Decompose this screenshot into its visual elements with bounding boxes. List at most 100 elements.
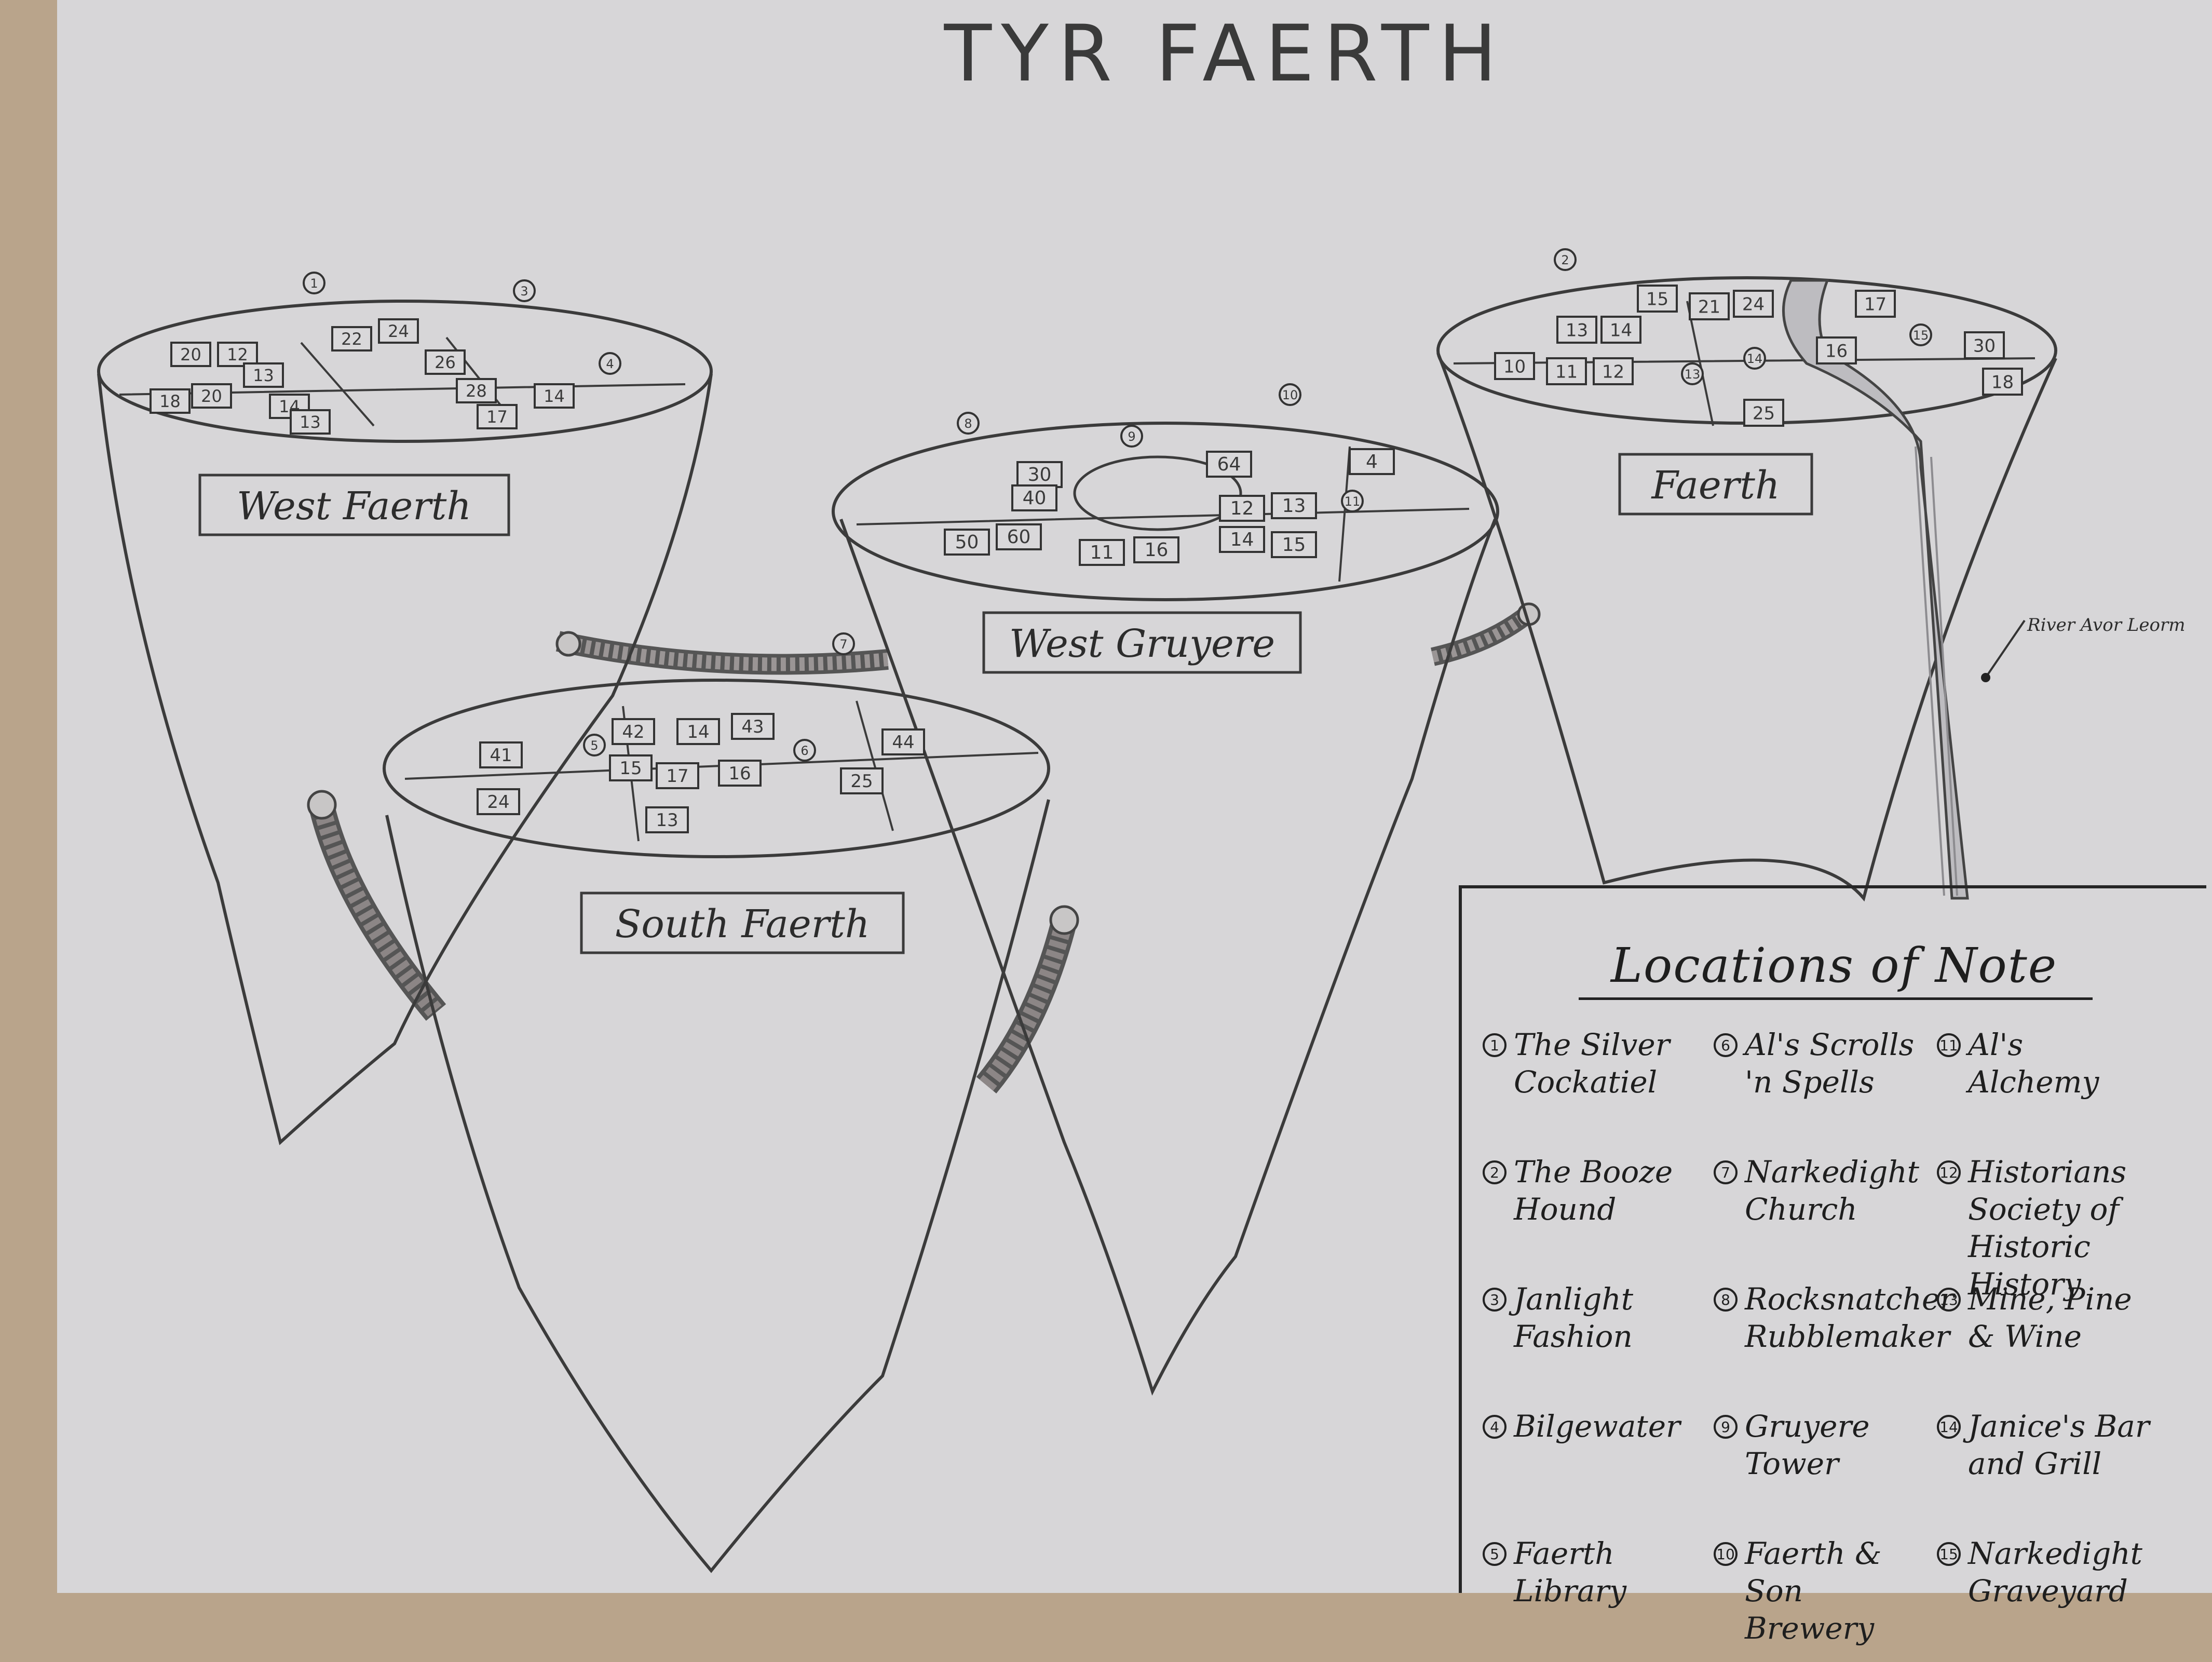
location-marker: [1554, 248, 1577, 271]
building-plot: [1219, 526, 1265, 553]
building-number: 16: [1825, 341, 1848, 362]
building-plot: [243, 362, 284, 388]
location-marker-number: 9: [1128, 429, 1135, 444]
legend-location-name: Faerth & Son Brewery: [1745, 1536, 1882, 1646]
building-number: 17: [666, 766, 688, 787]
building-number: 12: [1602, 362, 1624, 383]
building-plot: [840, 767, 884, 794]
location-marker-number: 10: [1282, 388, 1298, 402]
building-number: 40: [1023, 488, 1047, 509]
building-number: 44: [892, 732, 914, 753]
legend-location-name: Al's Alchemy: [1968, 1027, 2099, 1100]
legend-location-name: The Silver Cockatiel: [1514, 1027, 1670, 1100]
building-plot: [378, 318, 419, 344]
building-number: 14: [544, 386, 565, 406]
building-number: 13: [1282, 495, 1306, 517]
building-number: 14: [1230, 529, 1254, 550]
building-number: 25: [850, 771, 873, 792]
building-number: 10: [1503, 357, 1526, 377]
building-number: 28: [466, 381, 487, 401]
legend-item: 10 Faerth & Son Brewery: [1714, 1535, 1937, 1662]
legend-number-badge: 7: [1714, 1160, 1738, 1184]
location-marker: [1681, 362, 1704, 385]
building-number: 17: [1864, 294, 1887, 315]
building-plot: [1079, 539, 1125, 566]
location-marker: [513, 279, 536, 302]
island-label-west-gruyere: West Gruyere: [1009, 621, 1275, 666]
legend-number-badge: 9: [1714, 1415, 1738, 1439]
building-plot: [1556, 316, 1597, 344]
island-label-south-faerth: South Faerth: [615, 902, 870, 947]
building-plot: [191, 383, 232, 409]
building-plot: [1743, 399, 1784, 427]
building-plot: [479, 741, 523, 768]
building-number: 26: [435, 353, 456, 372]
legend-location-name: Janlight Fashion: [1514, 1281, 1634, 1354]
legend-location-name: Mine, Pine & Wine: [1968, 1281, 2132, 1354]
building-plot: [718, 760, 762, 787]
building-number: 50: [955, 532, 979, 553]
legend-number-badge: 13: [1937, 1288, 1961, 1312]
location-marker: [793, 739, 816, 762]
legend-location-name: Janice's Bar and Grill: [1968, 1409, 2150, 1481]
building-number: 15: [619, 758, 642, 779]
building-plot: [944, 529, 990, 556]
legend-number-badge: 15: [1937, 1542, 1961, 1566]
legend-number-badge: 10: [1714, 1542, 1738, 1566]
location-marker: [599, 352, 621, 375]
building-plot: [1494, 352, 1535, 380]
building-plot: [1600, 316, 1641, 344]
building-plot: [676, 718, 720, 745]
building-number: 21: [1698, 297, 1720, 318]
island-label-west-faerth: West Faerth: [237, 484, 471, 529]
building-plot: [1733, 290, 1774, 318]
legend-location-name: Gruyere Tower: [1745, 1409, 1870, 1481]
building-number: 43: [741, 717, 764, 737]
building-number: 15: [1282, 534, 1306, 556]
building-plot: [656, 762, 699, 789]
building-number: 24: [388, 321, 409, 341]
building-number: 30: [1028, 464, 1052, 485]
location-marker-number: 2: [1561, 253, 1569, 267]
building-number: 30: [1973, 336, 1996, 357]
legend-item: 9 Gruyere Tower: [1714, 1408, 1937, 1535]
building-plot: [609, 754, 653, 781]
location-marker-number: 14: [1747, 352, 1763, 366]
location-marker-number: 6: [800, 744, 808, 758]
building-plot: [1206, 451, 1252, 478]
building-plot: [1964, 331, 2005, 359]
building-number: 42: [622, 722, 644, 742]
building-plot: [217, 342, 258, 367]
building-plot: [150, 388, 191, 414]
location-marker-number: 4: [606, 357, 614, 371]
building-number: 18: [159, 391, 181, 411]
building-number: 13: [656, 810, 678, 831]
building-plot: [645, 806, 689, 833]
legend-number-badge: 12: [1937, 1160, 1961, 1184]
location-marker-number: 1: [310, 276, 318, 291]
building-plot: [612, 718, 655, 745]
location-marker-number: 3: [520, 284, 528, 299]
building-number: 16: [728, 763, 751, 784]
building-plot: [996, 523, 1042, 550]
building-number: 13: [1566, 320, 1588, 341]
building-number: 16: [1145, 539, 1169, 561]
location-marker: [1120, 425, 1143, 448]
legend-number-badge: 8: [1714, 1288, 1738, 1312]
building-plot: [290, 409, 331, 435]
location-marker-number: 15: [1913, 328, 1929, 343]
building-number: 12: [1230, 498, 1254, 519]
